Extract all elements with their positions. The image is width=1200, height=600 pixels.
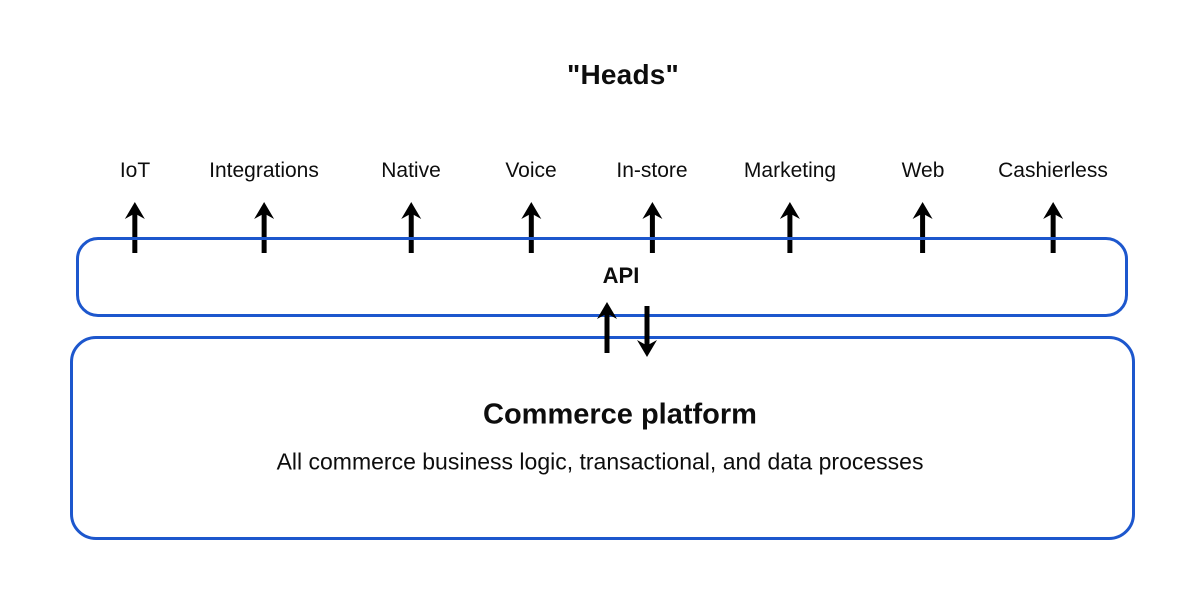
diagram-title: "Heads" — [567, 59, 679, 90]
up-arrow-icon — [1043, 202, 1063, 253]
head-label: Voice — [505, 159, 557, 182]
commerce-platform-box — [70, 336, 1135, 540]
head-label: In-store — [616, 159, 688, 182]
up-arrow-icon — [779, 202, 800, 253]
head-label: Integrations — [209, 159, 319, 182]
head-label: Marketing — [743, 159, 837, 182]
up-arrow-icon — [125, 202, 145, 253]
down-arrow-icon — [637, 306, 657, 357]
commerce-platform-title: Commerce platform — [483, 398, 757, 431]
up-arrow-icon — [401, 202, 421, 253]
head-label: IoT — [119, 159, 151, 182]
head-item-integrations: Integrations — [209, 158, 319, 254]
head-item-in-store: In-store — [616, 158, 688, 254]
up-arrow-icon — [597, 302, 617, 353]
head-item-cashierless: Cashierless — [998, 158, 1108, 254]
up-arrow-icon — [254, 202, 274, 253]
head-item-voice: Voice — [505, 158, 557, 254]
head-label: Native — [381, 159, 441, 182]
head-label: Cashierless — [998, 159, 1108, 182]
up-arrow-icon — [521, 202, 541, 253]
head-label: Web — [901, 159, 945, 182]
head-item-iot: IoT — [120, 158, 150, 254]
api-label: API — [602, 263, 640, 288]
up-arrow-icon — [913, 202, 933, 253]
commerce-platform-subtitle: All commerce business logic, transaction… — [276, 448, 924, 475]
head-item-web: Web — [901, 158, 945, 254]
head-item-marketing: Marketing — [744, 158, 836, 254]
head-item-native: Native — [381, 158, 441, 254]
up-arrow-icon — [641, 202, 662, 253]
